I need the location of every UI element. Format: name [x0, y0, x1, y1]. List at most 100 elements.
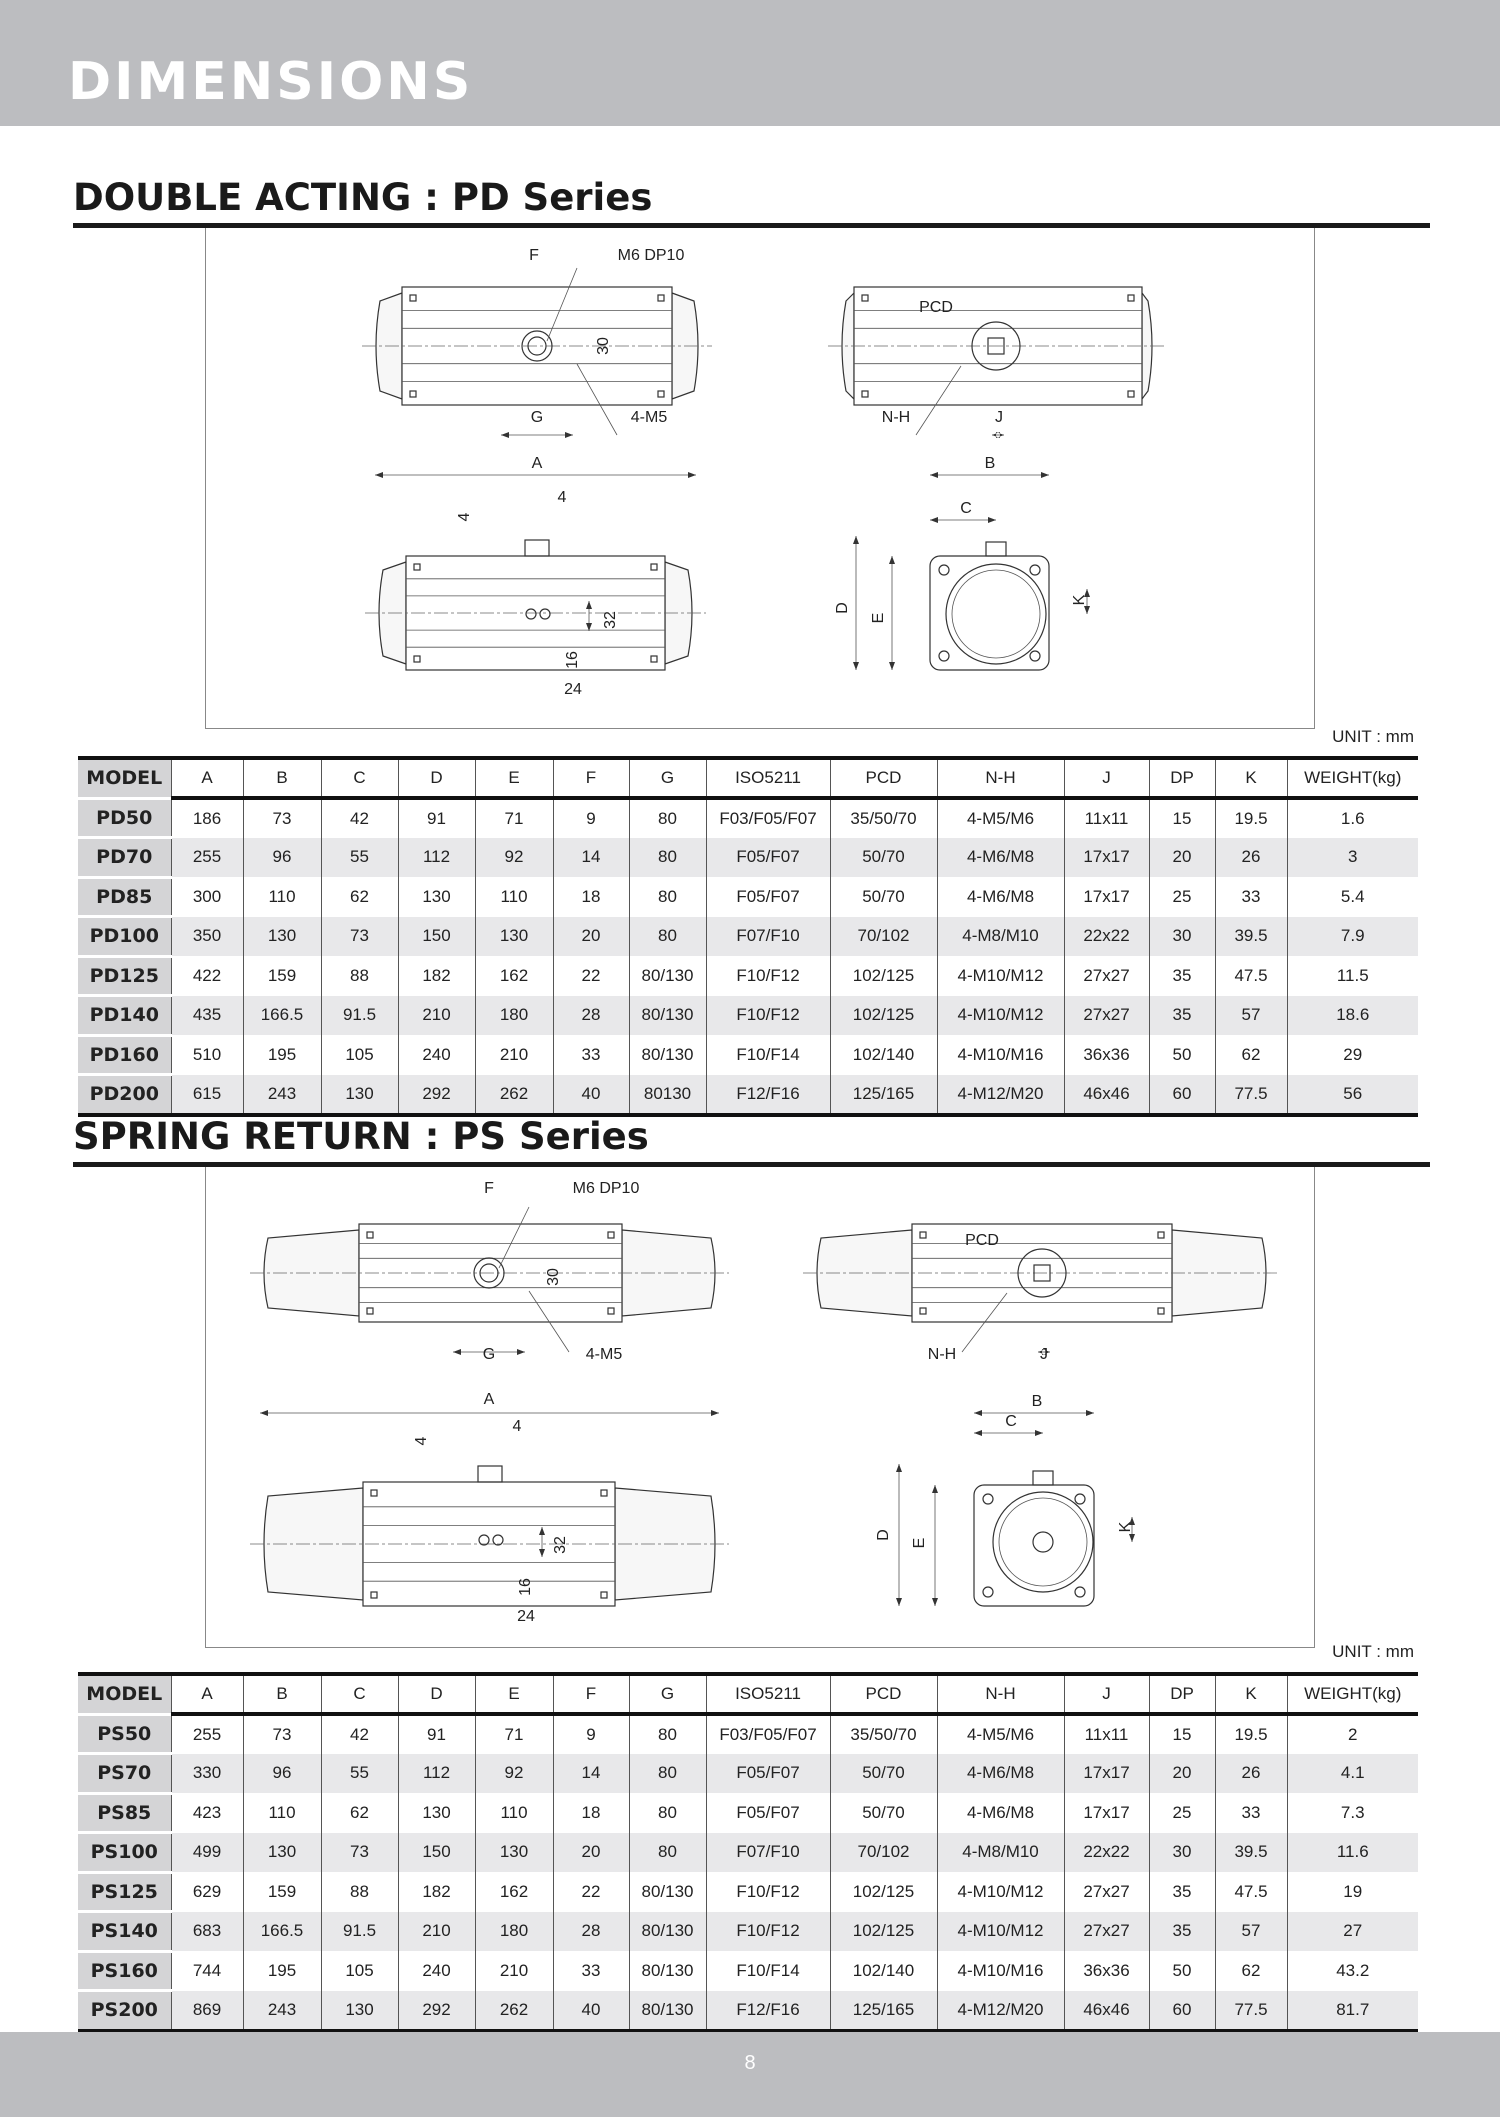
dimension-label: 4: [413, 1436, 430, 1445]
shaft-top: [1032, 1470, 1054, 1486]
bolt: [1029, 650, 1041, 662]
table-cell: F12/F16: [705, 1074, 830, 1115]
flange: [971, 321, 1021, 371]
bolt: [861, 294, 869, 302]
model-cell: PS85: [78, 1793, 171, 1834]
table-cell: 102/140: [829, 1951, 937, 1991]
table-cell: 35/50/70: [829, 798, 937, 838]
table-cell: 80130: [628, 1074, 706, 1115]
table-cell: 162: [474, 1872, 553, 1912]
table-cell: 80/130: [628, 1990, 706, 2031]
model-cell: PS140: [78, 1911, 171, 1953]
model-cell: PD50: [78, 798, 171, 839]
page-header: DIMENSIONS: [0, 0, 1500, 126]
dimension-label: A: [532, 455, 543, 472]
table-cell: 130: [320, 1990, 398, 2031]
table-cell: 19.5: [1214, 798, 1287, 838]
table-cell: F07/F10: [705, 916, 830, 956]
unit-label: UNIT : mm: [1332, 1642, 1414, 1661]
side-bore: [992, 1491, 1094, 1593]
port: [492, 1534, 504, 1546]
table-cell: 4-M10/M12: [936, 995, 1064, 1035]
table-cell: 510: [170, 1035, 243, 1075]
table-cell: 17x17: [1063, 1753, 1149, 1793]
table-cell: 25: [1148, 877, 1215, 917]
table-cell: 81.7: [1286, 1990, 1418, 2031]
end-cap: [816, 1229, 913, 1317]
column-header: ISO5211: [705, 758, 830, 800]
bolt: [370, 1489, 378, 1497]
table-cell: 110: [242, 877, 321, 917]
table-cell: 62: [320, 1793, 398, 1833]
table-cell: 27x27: [1063, 995, 1149, 1035]
column-header: A: [170, 1674, 243, 1716]
column-header: K: [1214, 1674, 1287, 1716]
table-cell: 70/102: [829, 1832, 937, 1872]
column-header: J: [1063, 1674, 1149, 1716]
table-cell: F03/F05/F07: [705, 1714, 830, 1754]
table-cell: 166.5: [242, 1911, 321, 1951]
table-cell: 50: [1148, 1951, 1215, 1991]
table-cell: 40: [552, 1074, 629, 1115]
table-cell: 60: [1148, 1074, 1215, 1115]
table-cell: 125/165: [829, 1074, 937, 1115]
table-cell: 18: [552, 877, 629, 917]
table-cell: F10/F12: [705, 1911, 830, 1951]
table-cell: 11.5: [1286, 956, 1418, 996]
arrow-icon: [453, 1349, 525, 1355]
table-cell: 80/130: [628, 1872, 706, 1912]
table-cell: 29: [1286, 1035, 1418, 1075]
table-cell: 180: [474, 1911, 553, 1951]
dimension-label: 32: [552, 1536, 569, 1554]
table-cell: 112: [397, 837, 475, 877]
table-cell: 80: [628, 916, 706, 956]
table-cell: 80/130: [628, 1911, 706, 1951]
table-cell: 102/125: [829, 1872, 937, 1912]
table-cell: 4-M10/M12: [936, 956, 1064, 996]
column-header: WEIGHT(kg): [1286, 1674, 1418, 1716]
port: [525, 608, 537, 620]
table-cell: F12/F16: [705, 1990, 830, 2031]
table-cell: 30: [1148, 916, 1215, 956]
table-cell: 50/70: [829, 837, 937, 877]
column-header: F: [552, 758, 629, 800]
table-cell: 166.5: [242, 995, 321, 1035]
table-cell: 182: [397, 956, 475, 996]
dimension-label: 4-M5: [631, 409, 668, 426]
table-cell: 35: [1148, 1911, 1215, 1951]
table-cell: 50/70: [829, 1793, 937, 1833]
bolt: [657, 390, 665, 398]
bolt: [1157, 1307, 1165, 1315]
column-header: N-H: [936, 758, 1064, 800]
column-header: D: [397, 758, 475, 800]
table-cell: 39.5: [1214, 1832, 1287, 1872]
table-cell: 39.5: [1214, 916, 1287, 956]
table-cell: 4-M10/M16: [936, 1035, 1064, 1075]
table-cell: 112: [397, 1753, 475, 1793]
table-cell: 96: [242, 837, 321, 877]
arrow-icon: [974, 1430, 1043, 1436]
dimension-label: D: [875, 1529, 892, 1541]
leader-line: [498, 1206, 530, 1269]
table-cell: 47.5: [1214, 956, 1287, 996]
table-cell: 73: [320, 916, 398, 956]
table-cell: 43.2: [1286, 1951, 1418, 1991]
table-cell: 5.4: [1286, 877, 1418, 917]
column-header: C: [320, 1674, 398, 1716]
model-cell: PS100: [78, 1832, 171, 1874]
model-cell: PS70: [78, 1753, 171, 1795]
table-cell: 159: [242, 1872, 321, 1912]
table-cell: F10/F12: [705, 956, 830, 996]
table-cell: 130: [242, 1832, 321, 1872]
table-cell: 17x17: [1063, 837, 1149, 877]
page-number: 8: [744, 2052, 756, 2074]
dimension-label: M6 DP10: [618, 247, 685, 264]
table-cell: 60: [1148, 1990, 1215, 2031]
table-cell: 91.5: [320, 995, 398, 1035]
table-cell: 91: [397, 798, 475, 838]
side-bore: [998, 1497, 1088, 1587]
